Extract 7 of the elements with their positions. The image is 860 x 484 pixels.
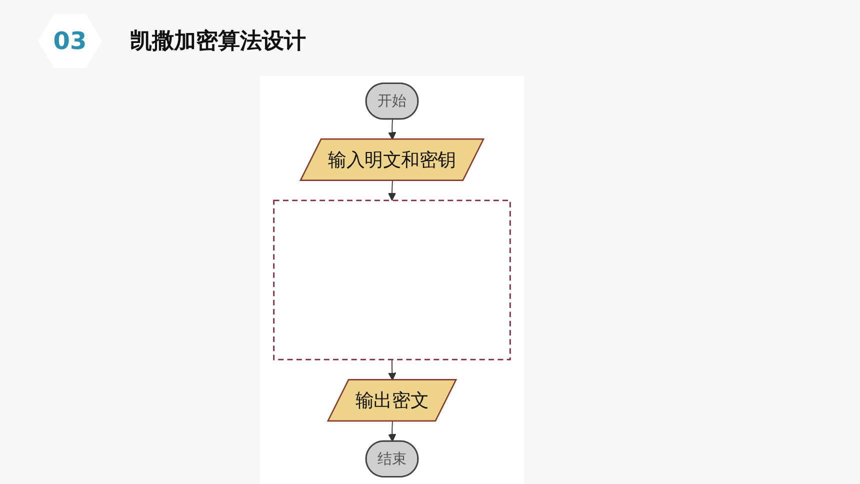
node-box: [273, 200, 511, 360]
arrow: [388, 119, 396, 140]
arrow: [388, 359, 396, 381]
arrow: [388, 420, 396, 442]
arrow: [388, 180, 396, 201]
slide-title: 凯撒加密算法设计: [130, 28, 306, 56]
section-number-badge: 03: [38, 14, 102, 68]
